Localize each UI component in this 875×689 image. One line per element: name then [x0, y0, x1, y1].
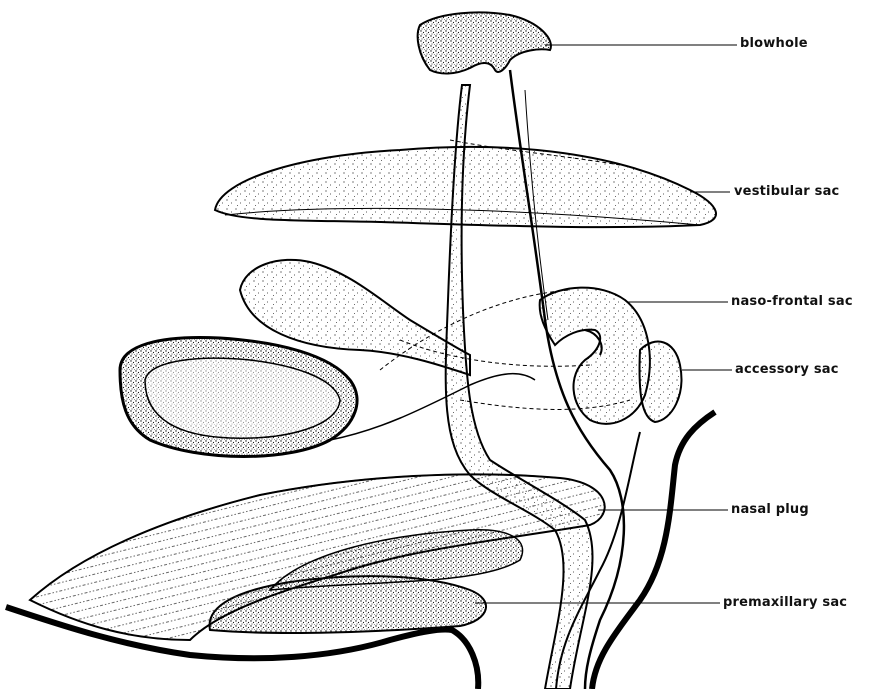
vestibular-sac — [215, 147, 716, 227]
blowhole — [418, 12, 551, 73]
label-premaxillary-sac: premaxillary sac — [723, 595, 847, 610]
label-blowhole: blowhole — [740, 36, 808, 51]
label-accessory-sac: accessory sac — [735, 362, 839, 377]
skull-outline-right — [592, 412, 715, 689]
accessory-sac — [640, 342, 682, 422]
label-nasal-plug: nasal plug — [731, 502, 809, 517]
label-naso-frontal-sac: naso-frontal sac — [731, 294, 853, 309]
naso-frontal-sac — [540, 288, 650, 424]
label-vestibular-sac: vestibular sac — [734, 184, 839, 199]
